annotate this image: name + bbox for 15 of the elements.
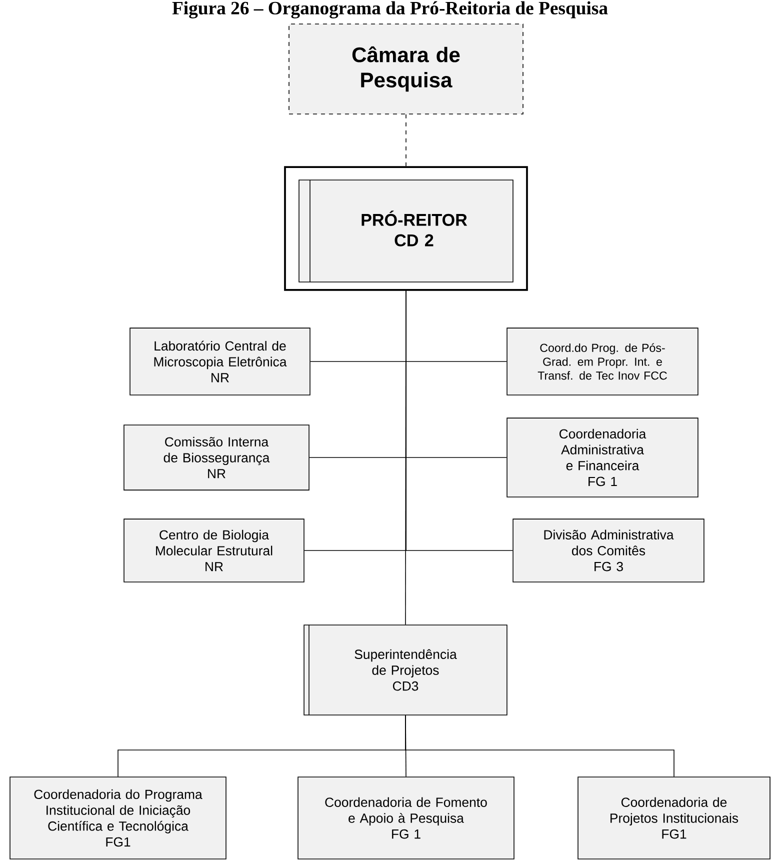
connector-line bbox=[405, 290, 406, 625]
unit-box: Coordenadoria do Programa Institucional de Iniciação Científica e Tecnológica FG1 bbox=[10, 776, 226, 860]
unit-box: Comissão Interna de Biossegurança NR bbox=[124, 424, 310, 490]
council-box: Câmara de Pesquisa bbox=[288, 24, 524, 114]
connector-line bbox=[405, 715, 674, 777]
title: Figura 26 – Organograma da Pró-Reitoria de Pesquisa bbox=[172, 1, 608, 18]
unit-box: Coord.do Prog. de Pós-Grad. em Propr. Int. e Transf. de Tec Inov FCC bbox=[506, 328, 698, 396]
unit-box: Centro de Biologia Molecular Estrutural NR bbox=[124, 518, 304, 582]
unit-box: Coordenadoria de Fomento e Apoio à Pesquisa FG 1 bbox=[298, 776, 514, 860]
rector-box: PRÓ-REITOR CD 2 bbox=[284, 166, 528, 291]
unit-box: Laboratório Central de Microscopia Eletrônica NR bbox=[130, 328, 310, 396]
unit-box: Coordenadoria de Projetos Institucionais FG1 bbox=[578, 776, 770, 860]
unit-box: Superintendência de Projetos CD3 bbox=[304, 624, 508, 716]
unit-box: Coordenadoria Administrativa e Financeira FG 1 bbox=[506, 418, 698, 498]
unit-box: Divisão Administrativa dos Comitês FG 3 bbox=[512, 518, 704, 582]
